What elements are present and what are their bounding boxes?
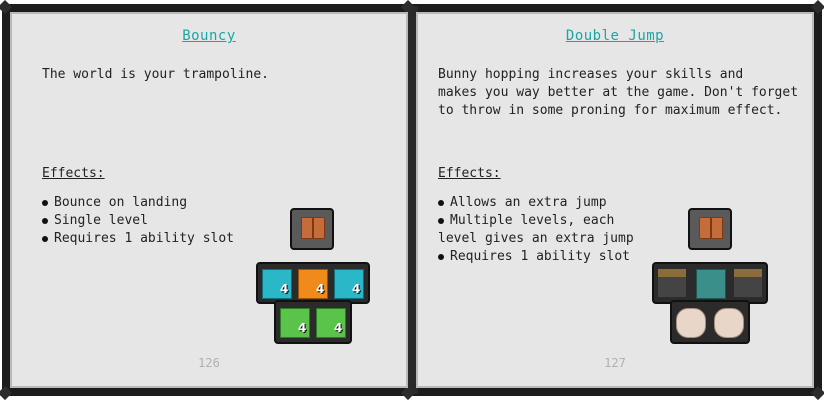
page-description: Bunny hopping increases your skills and …	[438, 67, 799, 118]
bullet-icon	[438, 199, 444, 206]
item-count: 4	[298, 321, 307, 335]
cobweb-icon[interactable]	[714, 308, 744, 338]
slime-block-icon[interactable]	[280, 308, 310, 338]
page-number: 126	[198, 356, 220, 370]
orange-block-icon[interactable]	[298, 269, 328, 299]
prismarine-block-icon[interactable]	[696, 269, 726, 299]
page-description: The world is your trampoline.	[42, 67, 269, 82]
bullet-icon	[438, 253, 444, 260]
right-page: Double Jump Bunny hopping increases your…	[416, 12, 814, 388]
effect-item: Allows an extra jump	[438, 194, 634, 212]
bullet-icon	[42, 199, 48, 206]
item-count: 4	[352, 282, 361, 296]
boots-icon	[298, 215, 326, 243]
effects-list: Allows an extra jump Multiple levels, ea…	[438, 194, 634, 266]
item-count: 4	[334, 321, 343, 335]
slime-block-icon[interactable]	[316, 308, 346, 338]
effect-item: Requires 1 ability slot	[42, 230, 234, 248]
effect-item: Requires 1 ability slot	[438, 248, 634, 266]
piston-icon[interactable]	[734, 269, 762, 297]
bullet-icon	[42, 217, 48, 224]
ability-icon-slot[interactable]	[688, 208, 732, 250]
bullet-icon	[42, 235, 48, 242]
bullet-icon	[438, 217, 444, 224]
page-title[interactable]: Bouncy	[182, 28, 236, 44]
effect-item: Multiple levels, each level gives an ext…	[438, 213, 634, 246]
boots-icon	[696, 215, 724, 243]
prismarine-block-icon[interactable]	[262, 269, 292, 299]
item-count: 4	[316, 282, 325, 296]
prismarine-block-icon[interactable]	[334, 269, 364, 299]
cobweb-icon[interactable]	[676, 308, 706, 338]
left-page: Bouncy The world is your trampoline. Eff…	[10, 12, 408, 388]
piston-icon[interactable]	[658, 269, 686, 297]
page-number: 127	[604, 356, 626, 370]
effects-heading: Effects:	[42, 166, 105, 181]
page-title[interactable]: Double Jump	[565, 28, 665, 44]
effects-heading: Effects:	[438, 166, 501, 181]
effects-list: Bounce on landing Single level Requires …	[42, 194, 234, 248]
effect-item: Single level	[42, 212, 234, 230]
item-count: 4	[280, 282, 289, 296]
book-spine	[406, 6, 418, 394]
effect-item: Bounce on landing	[42, 194, 234, 212]
ability-icon-slot[interactable]	[290, 208, 334, 250]
